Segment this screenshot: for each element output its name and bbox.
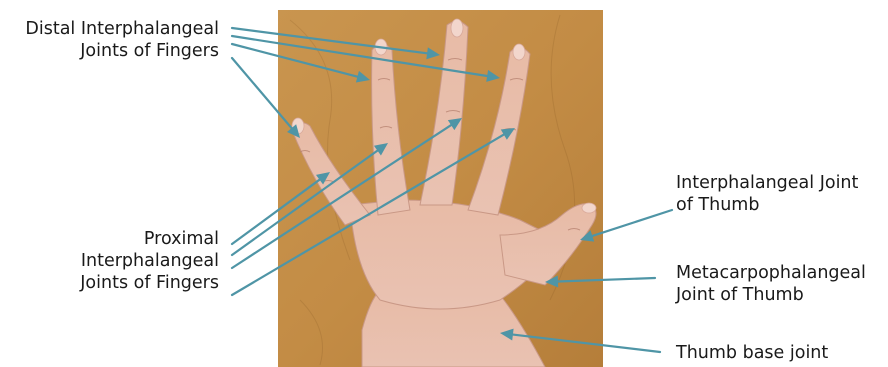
label-distal-interphalangeal: Distal Interphalangeal Joints of Fingers <box>25 18 219 62</box>
label-thumb-ip-line2: of Thumb <box>676 194 858 216</box>
label-thumb-ip-line1: Interphalangeal Joint <box>676 172 858 194</box>
label-thumb-base-line1: Thumb base joint <box>676 342 828 364</box>
label-thumb-interphalangeal: Interphalangeal Joint of Thumb <box>676 172 858 216</box>
label-thumb-mcp-line1: Metacarpophalangeal <box>676 262 866 284</box>
label-distal-line1: Distal Interphalangeal <box>25 18 219 40</box>
label-thumb-base-joint: Thumb base joint <box>676 342 828 364</box>
label-proximal-line2: Interphalangeal <box>80 250 219 272</box>
label-proximal-interphalangeal: Proximal Interphalangeal Joints of Finge… <box>80 228 219 294</box>
label-proximal-line1: Proximal <box>80 228 219 250</box>
label-thumb-metacarpophalangeal: Metacarpophalangeal Joint of Thumb <box>676 262 866 306</box>
label-proximal-line3: Joints of Fingers <box>80 272 219 294</box>
label-thumb-mcp-line2: Joint of Thumb <box>676 284 866 306</box>
label-distal-line2: Joints of Fingers <box>25 40 219 62</box>
